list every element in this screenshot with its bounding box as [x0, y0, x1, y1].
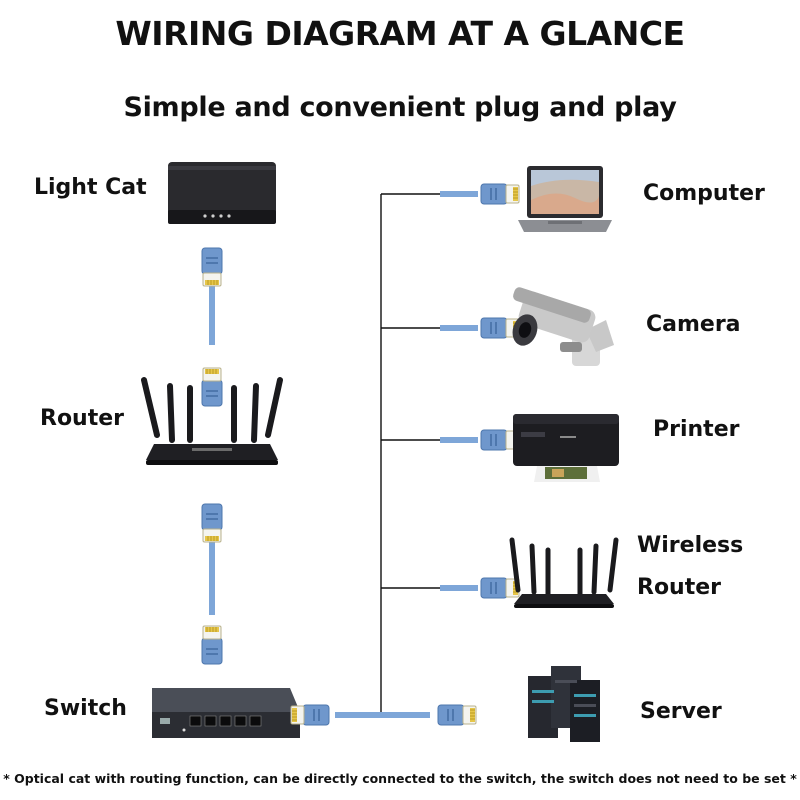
- switch-device-icon: [152, 688, 300, 738]
- printer-label: Printer: [653, 417, 740, 442]
- switch-label: Switch: [44, 696, 127, 721]
- page-title: WIRING DIAGRAM AT A GLANCE: [115, 14, 685, 53]
- computer-label: Computer: [643, 181, 765, 206]
- laptop-device-icon: [518, 166, 612, 232]
- camera-device-icon: [512, 287, 614, 366]
- ethernet-cable-icon: [440, 183, 520, 205]
- router-label: Router: [40, 406, 125, 431]
- wireless-router-device-icon: [509, 537, 619, 608]
- ethernet-cable-icon: [440, 429, 520, 451]
- footnote: * Optical cat with routing function, can…: [3, 771, 797, 786]
- ethernet-cable-icon: [201, 247, 223, 407]
- page-subtitle: Simple and convenient plug and play: [123, 92, 677, 123]
- ethernet-cable-icon: [201, 503, 223, 665]
- light-cat-label: Light Cat: [34, 175, 147, 200]
- server-device-icon: [528, 666, 600, 742]
- branch-wires: [380, 193, 455, 713]
- printer-device-icon: [513, 414, 619, 482]
- light-cat-device-icon: [168, 162, 276, 224]
- ethernet-cable-icon: [440, 577, 520, 599]
- server-label: Server: [640, 699, 722, 724]
- ethernet-cable-icon: [440, 317, 520, 339]
- ethernet-cable-icon: [290, 704, 477, 726]
- router-device-icon: [141, 377, 283, 465]
- camera-label: Camera: [646, 312, 741, 337]
- wireless-router-label-line1: Wireless: [637, 533, 744, 558]
- wireless-router-label-line2: Router: [637, 575, 722, 600]
